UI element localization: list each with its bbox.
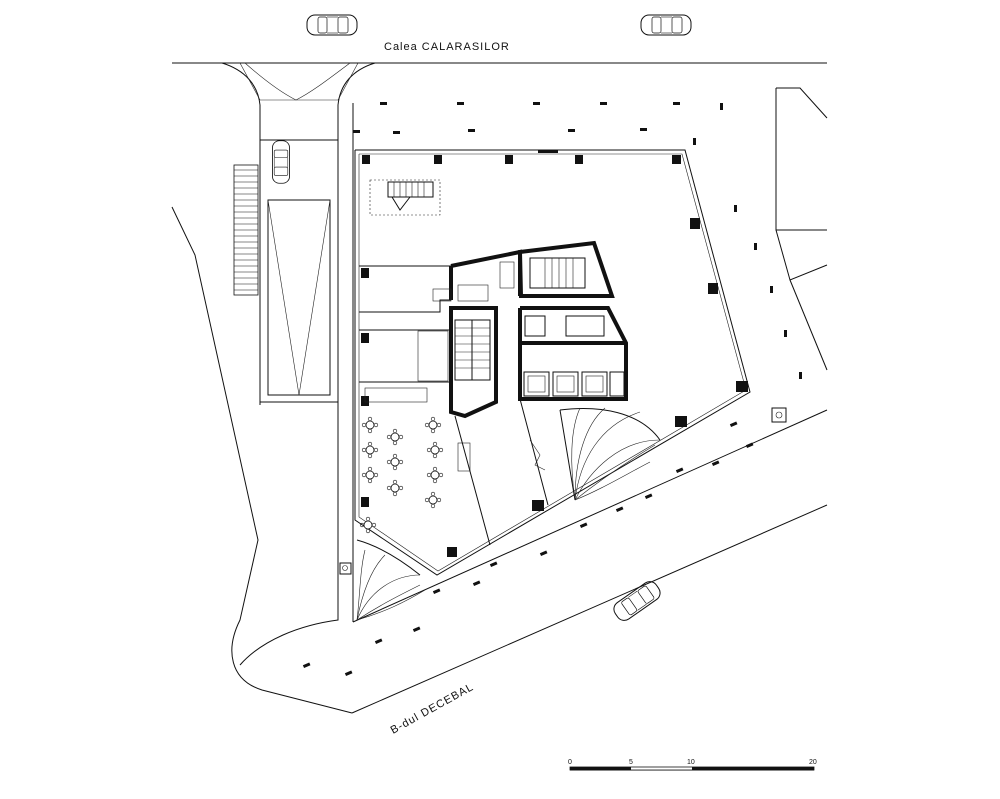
stair-icon bbox=[454, 319, 491, 381]
structural-columns bbox=[361, 150, 748, 557]
building-outline bbox=[354, 149, 751, 576]
car-icon bbox=[306, 14, 358, 36]
scale-tick-label: 20 bbox=[809, 759, 817, 766]
street-label-south: B-dul DECEBAL bbox=[389, 681, 476, 737]
dining-table-icon bbox=[424, 491, 442, 509]
road-network bbox=[171, 62, 828, 714]
car-icon bbox=[640, 14, 692, 36]
dining-table-icon bbox=[426, 441, 444, 459]
lane-markings bbox=[302, 102, 802, 677]
scale-tick-label: 10 bbox=[687, 759, 695, 766]
car-icon bbox=[272, 140, 290, 184]
scale-tick-label: 0 bbox=[568, 759, 572, 766]
entrance-canopy bbox=[559, 407, 661, 501]
dining-table-icon bbox=[426, 466, 444, 484]
stair-icon bbox=[529, 257, 586, 289]
scale-tick-label: 5 bbox=[629, 759, 633, 766]
dining-table-icon bbox=[361, 466, 379, 484]
interior-walls bbox=[359, 261, 549, 546]
entrance-canopy bbox=[356, 539, 426, 621]
ramp bbox=[233, 139, 339, 403]
car-icon bbox=[610, 577, 664, 625]
stair-icon bbox=[369, 179, 441, 216]
dining-tables bbox=[359, 416, 444, 534]
scale-bar: 0 5 10 20 bbox=[568, 759, 817, 771]
dining-table-icon bbox=[386, 428, 404, 446]
dining-table-icon bbox=[386, 453, 404, 471]
building-core bbox=[449, 240, 628, 419]
dining-table-icon bbox=[424, 416, 442, 434]
street-label-north: Calea CALARASILOR bbox=[384, 41, 510, 53]
dining-table-icon bbox=[386, 479, 404, 497]
dining-table-icon bbox=[361, 416, 379, 434]
elevator-icon bbox=[523, 315, 625, 397]
dining-table-icon bbox=[361, 441, 379, 459]
